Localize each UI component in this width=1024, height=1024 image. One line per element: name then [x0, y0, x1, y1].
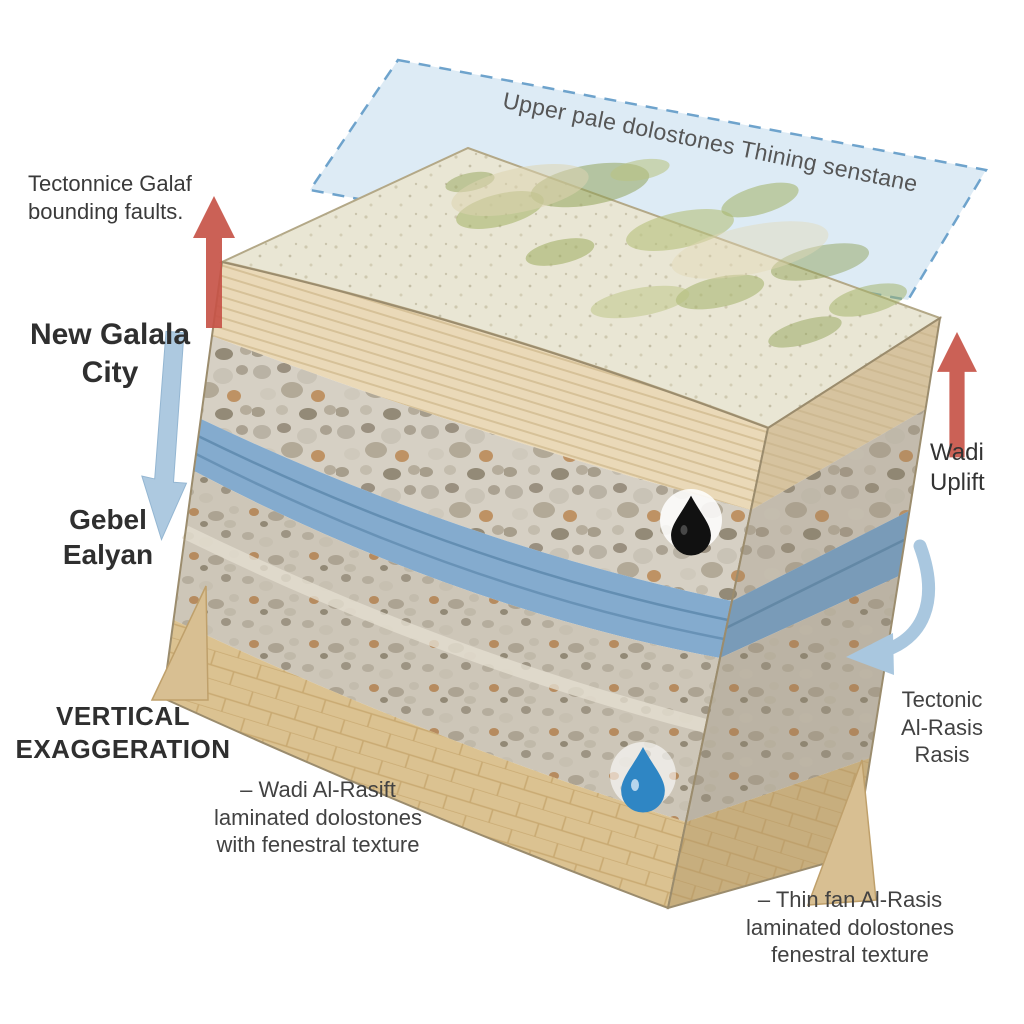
uplift-arrow-left-icon [193, 196, 235, 328]
label-gebel-ealyan: Gebel Ealyan [38, 502, 178, 572]
uplift-arrow-right-icon [937, 332, 977, 458]
layer-cream [212, 262, 768, 510]
label-line: – Thin fan Al-Rasis [757, 887, 943, 912]
curved-arrow-right-icon [846, 539, 935, 675]
stratigraphic-block [150, 146, 943, 910]
layer-gravel [174, 471, 720, 822]
label-line: laminated dolostones [746, 914, 954, 940]
water-droplet-icon [610, 742, 676, 813]
label-line: with fenestral texture [216, 832, 420, 857]
label-line: New Galala [29, 318, 191, 351]
layer-aquifer-blue [194, 419, 732, 658]
label-line: Tectonnice Galaf [28, 171, 192, 196]
label-wadi-al-rasift: – Wadi Al-Rasift laminated dolostones wi… [178, 776, 458, 859]
label-line: Rasis [914, 742, 970, 767]
label-line: Al-Rasis [901, 714, 983, 740]
label-wadi-uplift: Wadi Uplift [930, 438, 1020, 498]
layer-conglomerate [201, 336, 751, 601]
label-line: laminated dolostones [214, 804, 422, 830]
top-terrain-face [218, 146, 943, 430]
label-line: VERTICAL [56, 701, 190, 731]
label-line: fenestral texture [771, 942, 929, 967]
label-line: Wadi [930, 439, 984, 466]
fault-wedge-left [150, 585, 209, 701]
label-vertical-exaggeration: VERTICAL EXAGGERATION [8, 700, 238, 765]
dashed-plane-icon [307, 58, 988, 302]
label-tectonic-al-rasis: Tectonic Al-Rasis Rasis [872, 686, 1012, 769]
label-line: EXAGGERATION [15, 733, 231, 764]
label-line: Ealyan [62, 539, 154, 570]
label-line: Gebel [69, 504, 147, 535]
label-line: Tectonic [901, 687, 983, 712]
right-face [666, 315, 942, 910]
label-new-galala-city: New Galala City [20, 316, 200, 391]
front-face [161, 260, 770, 910]
fault-wedge-right [806, 759, 877, 906]
down-arrow-left-icon [141, 330, 188, 541]
label-line: City [81, 355, 139, 389]
layer-basal-brick [163, 620, 686, 908]
label-line: Uplift [930, 469, 985, 496]
label-line: bounding faults. [28, 198, 184, 224]
label-thin-fan-al-rasis: – Thin fan Al-Rasis laminated dolostones… [700, 886, 1000, 969]
oil-droplet-icon [660, 489, 722, 556]
label-line: – Wadi Al-Rasift [240, 777, 396, 802]
label-bounding-faults: Tectonnice Galaf bounding faults. [28, 170, 238, 225]
